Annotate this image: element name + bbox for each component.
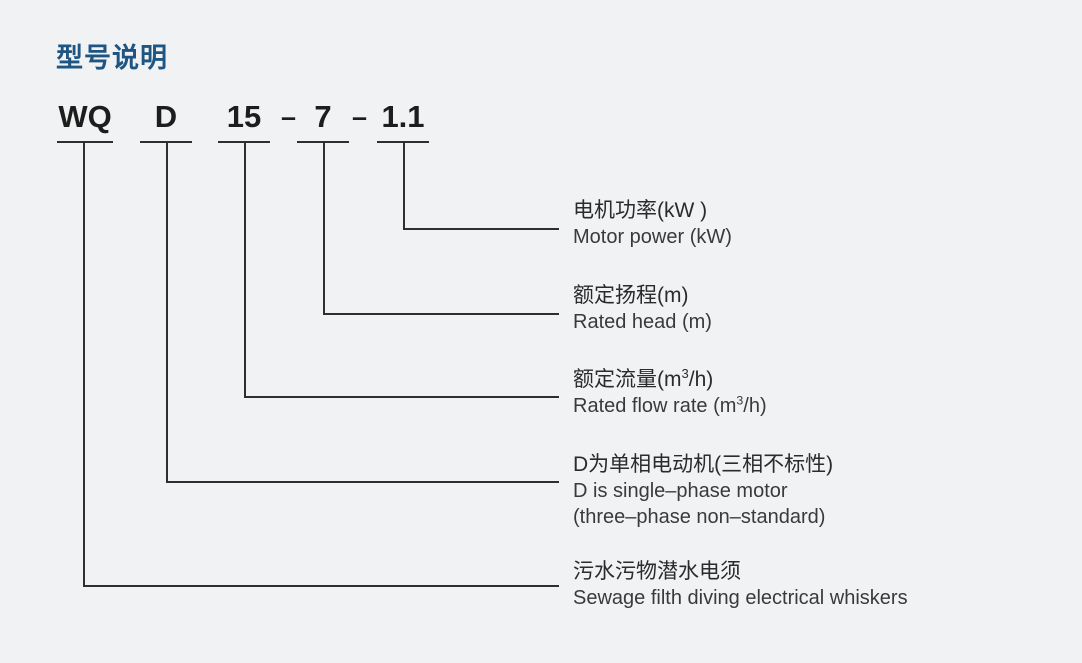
leader-vertical-rated-flow bbox=[244, 141, 246, 396]
callout-motor-power-cn: 电机功率(kW ) bbox=[573, 199, 708, 222]
callout-rated-flow-en: Rated flow rate (m3/h) bbox=[573, 393, 767, 419]
callout-rated-head-cn: 额定扬程(m) bbox=[573, 284, 689, 307]
page-title: 型号说明 bbox=[56, 43, 168, 73]
leader-vertical-sewage-pump bbox=[83, 141, 85, 585]
callout-motor-power: 电机功率(kW ) Motor power (kW) bbox=[573, 197, 732, 250]
leader-horizontal-motor-power bbox=[403, 228, 559, 230]
callout-single-phase-motor: D为单相电动机(三相不标性) D is single–phase motor (… bbox=[573, 451, 833, 530]
leader-horizontal-single-phase-motor bbox=[166, 481, 559, 483]
code-segment-15: 15 bbox=[226, 99, 262, 134]
callout-sewage-pump-cn: 污水污物潜水电须 bbox=[573, 560, 741, 583]
code-separator-2: – bbox=[352, 102, 368, 132]
callout-single-phase-motor-en-line2: (three–phase non–standard) bbox=[573, 506, 826, 528]
callout-rated-head: 额定扬程(m) Rated head (m) bbox=[573, 282, 712, 335]
callout-rated-flow-cn-superscript: 3 bbox=[681, 366, 689, 381]
leader-vertical-rated-head bbox=[323, 141, 325, 313]
callout-rated-flow-cn-post: /h) bbox=[688, 368, 714, 391]
underline-wq bbox=[57, 141, 113, 143]
leader-horizontal-sewage-pump bbox=[83, 585, 559, 587]
callout-rated-flow-cn: 额定流量(m3/h) bbox=[573, 366, 767, 393]
leader-horizontal-rated-flow bbox=[244, 396, 559, 398]
callout-sewage-pump: 污水污物潜水电须 Sewage filth diving electrical … bbox=[573, 558, 908, 611]
callout-motor-power-en: Motor power (kW) bbox=[573, 226, 732, 248]
callout-single-phase-motor-cn: D为单相电动机(三相不标性) bbox=[573, 453, 834, 476]
callout-rated-flow: 额定流量(m3/h) Rated flow rate (m3/h) bbox=[573, 366, 767, 419]
leader-horizontal-rated-head bbox=[323, 313, 559, 315]
callout-rated-head-en: Rated head (m) bbox=[573, 311, 712, 333]
code-segment-wq: WQ bbox=[58, 99, 112, 134]
leader-vertical-motor-power bbox=[403, 141, 405, 228]
callout-rated-flow-en-pre: Rated flow rate (m bbox=[573, 395, 737, 417]
code-segment-7: 7 bbox=[314, 99, 332, 134]
code-segment-1-1: 1.1 bbox=[381, 99, 425, 134]
callout-rated-flow-en-post: /h) bbox=[743, 395, 767, 417]
callout-sewage-pump-en: Sewage filth diving electrical whiskers bbox=[573, 587, 908, 609]
callout-single-phase-motor-en-line1: D is single–phase motor bbox=[573, 480, 788, 502]
code-separator-1: – bbox=[281, 102, 297, 132]
leader-vertical-single-phase-motor bbox=[166, 141, 168, 481]
code-segment-d: D bbox=[154, 99, 178, 134]
callout-rated-flow-en-superscript: 3 bbox=[736, 393, 744, 408]
callout-rated-flow-cn-pre: 额定流量(m bbox=[573, 368, 682, 391]
